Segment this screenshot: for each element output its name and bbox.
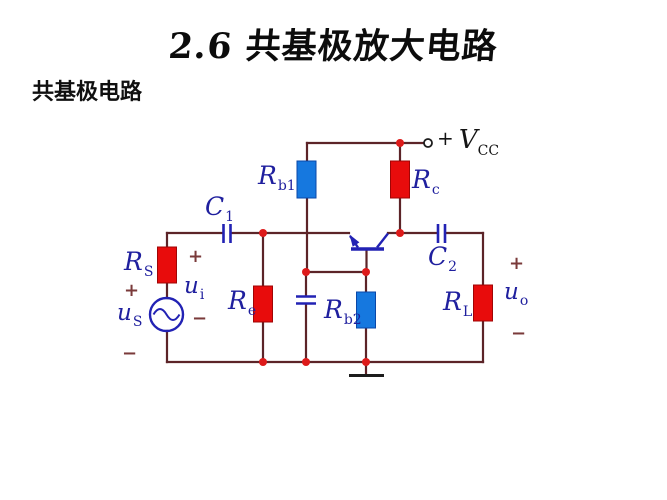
label-rl: RL bbox=[443, 287, 473, 320]
transistor-collector-lead bbox=[376, 232, 389, 249]
source-sine-icon bbox=[152, 308, 181, 321]
transistor-npn bbox=[349, 232, 389, 251]
transistor-emitter-arrow-icon bbox=[349, 234, 360, 247]
slide-subtitle: 共基极电路 bbox=[32, 79, 143, 105]
us-minus-sign: − bbox=[122, 343, 138, 364]
label-us: uS bbox=[117, 300, 143, 330]
label-vcc: + VCC bbox=[437, 125, 500, 159]
source-us-symbol bbox=[148, 296, 185, 333]
resistor-rs-body bbox=[157, 246, 177, 284]
resistor-rc-body bbox=[390, 160, 410, 199]
label-c1: C1 bbox=[205, 192, 235, 225]
ui-minus-sign: − bbox=[192, 308, 208, 329]
label-rc: Rc bbox=[412, 165, 440, 198]
capacitor-c2 bbox=[436, 224, 447, 243]
resistor-rl-body bbox=[473, 284, 493, 322]
ui-plus-sign: + bbox=[188, 246, 204, 267]
label-c2: C2 bbox=[428, 242, 458, 275]
uo-minus-sign: − bbox=[511, 323, 527, 344]
capacitor-bypass bbox=[296, 295, 316, 305]
resistor-re-body bbox=[253, 285, 273, 323]
label-rb2: Rb2 bbox=[324, 295, 362, 328]
label-uo: uo bbox=[504, 279, 529, 309]
label-rs: RS bbox=[124, 247, 154, 280]
label-ui: ui bbox=[184, 273, 205, 303]
resistor-rb2-body bbox=[356, 291, 376, 329]
source-circle bbox=[148, 296, 185, 333]
uo-plus-sign: + bbox=[509, 253, 525, 274]
label-rb1: Rb1 bbox=[258, 161, 296, 194]
capacitor-c1 bbox=[222, 224, 232, 243]
vcc-terminal-icon bbox=[423, 138, 433, 148]
us-plus-sign: + bbox=[124, 280, 140, 301]
label-re: Re bbox=[228, 286, 257, 319]
resistor-rb1-body bbox=[296, 160, 317, 199]
junction-dots bbox=[259, 139, 404, 366]
